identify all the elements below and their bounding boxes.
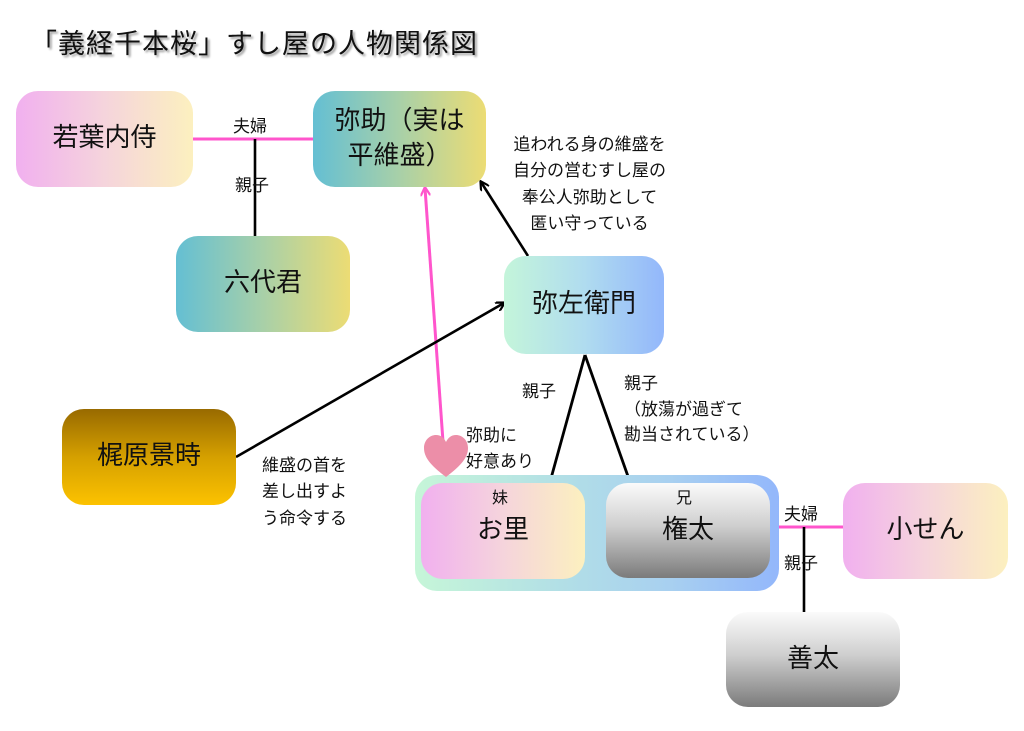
arrow-osato-to-yasuke — [425, 188, 448, 485]
node-yasuke[interactable]: 弥助（実は 平維盛） — [313, 91, 486, 187]
note-osato-yasuke: 弥助に 好意あり — [466, 426, 534, 473]
diagram-title: 「義経千本桜」すし屋の人物関係図 — [30, 29, 478, 60]
role-label-osato: 妹 — [492, 488, 509, 507]
arrow-yazaemon-to-yasuke — [481, 182, 530, 257]
node-kagetoki[interactable]: 梶原景時 — [62, 409, 236, 505]
node-rokudai[interactable]: 六代君 — [176, 236, 350, 332]
node-yazaemon[interactable]: 弥左衛門 — [504, 256, 664, 354]
node-zenta[interactable]: 善太 — [726, 612, 900, 707]
node-osato[interactable]: お里 — [421, 483, 585, 579]
kin-line-yazaemon-osato — [548, 354, 587, 483]
note-kagetoki-yazaemon: 維盛の首を 差し出すよ う命令する — [262, 456, 347, 529]
relation-label-wakaba-rokudai: 親子 — [235, 176, 269, 196]
relation-label-yazaemon-osato: 親子 — [522, 382, 556, 402]
heart-icon — [424, 435, 468, 477]
relation-label-yazaemon-gonta: 親子 （放蕩が過ぎて 勘当されている） — [624, 374, 760, 445]
node-gonta[interactable]: 権太 — [606, 483, 770, 578]
kin-line-yazaemon-gonta — [583, 354, 632, 483]
relation-label-wakaba-yasuke: 夫婦 — [233, 117, 267, 137]
arrow-kagetoki-to-yazaemon — [235, 303, 504, 459]
node-wakaba[interactable]: 若葉内侍 — [16, 91, 193, 187]
node-kosen[interactable]: 小せん — [843, 483, 1008, 579]
relation-label-gonta-kosen: 夫婦 — [784, 505, 818, 525]
role-label-gonta: 兄 — [676, 488, 693, 507]
relation-label-gonta-zenta: 親子 — [784, 554, 818, 574]
note-yazaemon-yasuke: 追われる身の維盛を 自分の営むすし屋の 奉公人弥助として 匿い守っている — [513, 135, 666, 235]
